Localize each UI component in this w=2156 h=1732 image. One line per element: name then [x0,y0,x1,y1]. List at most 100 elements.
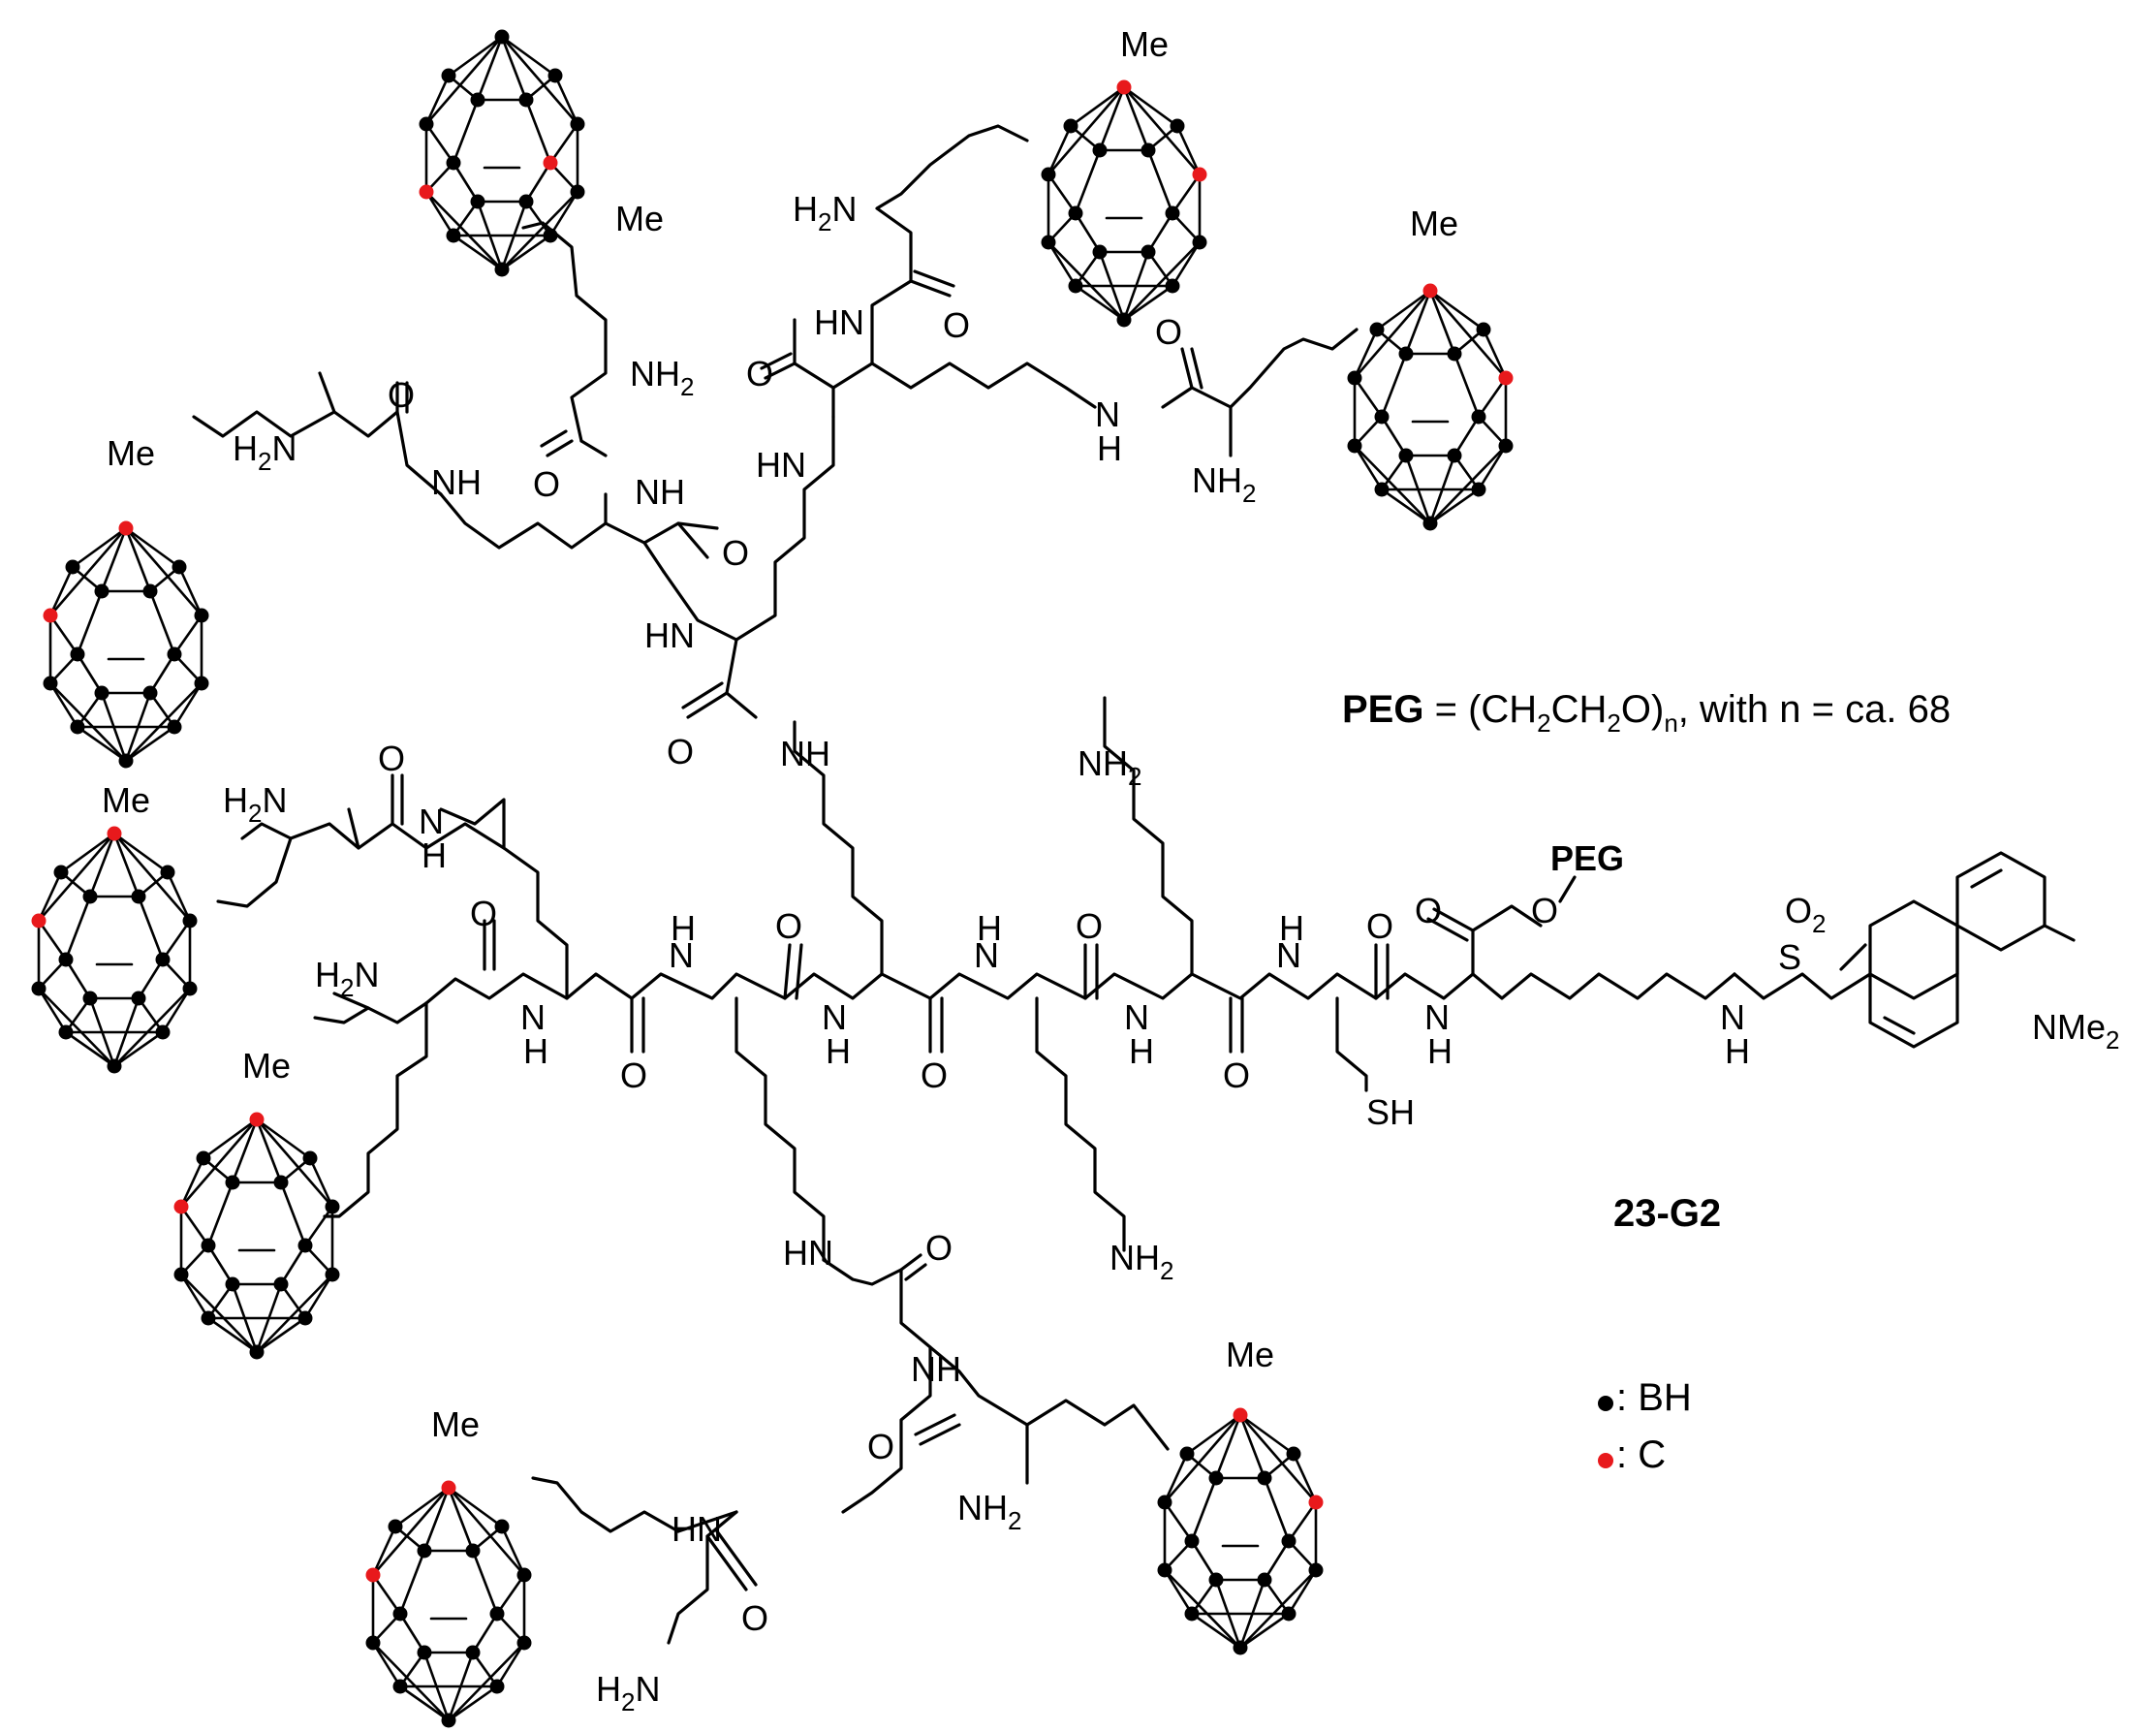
carbonyl-o: O [1155,312,1182,352]
boron-vertex [489,1606,505,1622]
amide-hn: HN [672,1509,722,1549]
boron-vertex [1184,1606,1200,1622]
carborane-cage [1347,283,1514,531]
boron-vertex [325,1199,340,1214]
boron-vertex [1165,278,1180,294]
carborane-cage [173,1112,340,1360]
amide-h: H [523,1031,548,1071]
boron-vertex [1347,370,1362,386]
boron-vertex [547,68,563,83]
boron-vertex [1157,1562,1172,1578]
carbonyl-o: O [388,375,415,415]
carbonyl-o: O [925,1228,953,1268]
boron-vertex [470,194,485,209]
carbon-vertex [365,1567,381,1583]
amide-nh: NH [635,472,685,512]
boron-vertex [417,1543,432,1559]
carbonyl-o: O [943,305,970,345]
boron-vertex [194,608,209,623]
boron-vertex [1281,1533,1297,1549]
carbonyl-o: O [722,533,749,573]
boron-vertex [167,646,182,662]
boron-vertex [1233,1640,1248,1655]
boron-vertex [1063,118,1078,134]
amine-h2n: H2N [596,1669,660,1716]
ester-o: O [1531,891,1558,930]
boron-vertex [388,1519,403,1534]
carbon-vertex [31,913,47,929]
boron-vertex [194,676,209,691]
boron-vertex [1179,1446,1195,1462]
main-chain-bond [424,972,1736,1005]
boron-vertex [182,913,198,929]
boron-vertex [1192,235,1207,250]
amide-h: H [1097,428,1122,468]
carbonyl-o: O [1223,1055,1250,1095]
peptide-backbone-bonds [192,124,2076,1645]
amide-n: N [1124,997,1149,1037]
carbonyl-o: O [1076,906,1103,946]
boron-vertex [297,1310,313,1326]
boron-vertex [1447,448,1462,463]
boron-vertex [297,1238,313,1253]
boron-vertex [516,1635,532,1651]
amide-h: H [671,908,696,948]
boron-vertex [43,676,58,691]
boron-vertex [53,865,69,880]
boron-vertex [1041,167,1056,182]
boron-vertex [107,1058,122,1074]
compound-label: 23-G2 [1613,1192,1721,1235]
carbonyl-o: O [667,732,694,772]
amine-nh2: NH2 [1109,1238,1173,1285]
boron-vertex [1281,1606,1297,1622]
carborane-cage [31,826,198,1074]
boron-vertex [1092,142,1108,158]
amine-h2n: H2N [315,955,379,1002]
boron-vertex [1286,1446,1301,1462]
carbon-vertex [1192,167,1207,182]
boron-vertex [131,991,146,1006]
sulfonamide-n: N [1720,997,1745,1037]
amide-h: H [1279,908,1304,948]
boron-vertex [1374,482,1390,497]
boron-vertex [142,685,158,701]
boron-vertex [1257,1470,1272,1486]
carbonyl-o: O [867,1427,894,1466]
carborane-cage [1041,79,1207,328]
boron-vertex [1257,1572,1272,1588]
carborane-cage [1157,1407,1324,1655]
carbonyl-o: O [921,1055,948,1095]
amine-nh2: NH2 [1192,460,1256,508]
boron-vertex [70,719,85,735]
boron-vertex [1041,235,1056,250]
boron-vertex [441,68,456,83]
amide-n: N [822,997,847,1037]
boron-vertex [94,583,109,599]
boron-vertex [1347,438,1362,454]
amide-n: N [974,935,999,975]
boron-vertex [273,1175,289,1190]
amide-hn: HN [814,302,864,342]
boron-vertex [1476,322,1491,337]
boron-vertex [31,981,47,996]
carbon-vertex [249,1112,265,1127]
amide-nh: NH [431,462,482,502]
boron-vertex [570,184,585,200]
atom-labels: Me Me Me Me Me Me Me Me HN HN NH NH HN N… [102,24,2119,1716]
boron-vertex [58,1024,74,1040]
boron-vertex [201,1310,216,1326]
boron-vertex [155,952,171,967]
dimethylamino: NMe2 [2032,1007,2119,1055]
boron-vertex [1398,346,1414,362]
boron-vertex [1498,438,1514,454]
boron-vertex [1068,278,1083,294]
methyl-label: Me [431,1404,480,1444]
amide-n: N [1095,394,1120,434]
boron-vertex [94,685,109,701]
amide-n: N [1424,997,1450,1037]
boron-vertex [518,92,534,108]
boron-vertex [392,1679,408,1694]
boron-vertex [419,116,434,132]
boron-vertex [470,92,485,108]
boron-vertex [441,1713,456,1728]
